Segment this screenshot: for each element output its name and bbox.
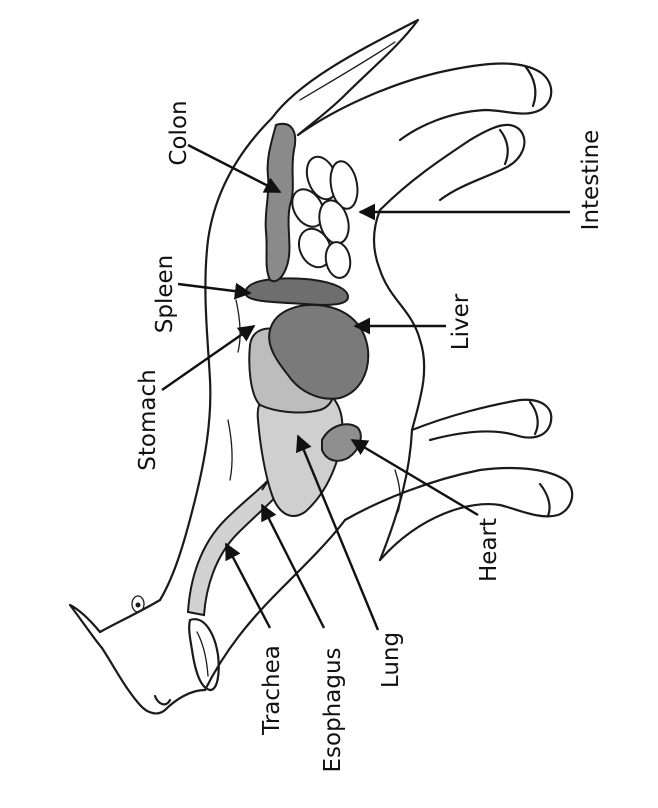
label-spleen: Spleen <box>152 255 178 333</box>
trachea-arrow <box>224 542 272 629</box>
leader-lines <box>161 143 570 631</box>
intestine-loops <box>291 155 359 279</box>
label-esophagus: Esophagus <box>320 647 346 772</box>
lung-arrow <box>295 434 380 631</box>
label-stomach: Stomach <box>135 369 161 470</box>
spleen-arrow <box>177 282 252 300</box>
colon-shape <box>264 122 297 283</box>
label-trachea: Trachea <box>259 645 285 736</box>
label-colon: Colon <box>166 100 192 165</box>
label-liver: Liver <box>448 293 474 350</box>
trachea-shape <box>186 476 284 617</box>
colon-arrow <box>187 143 282 194</box>
label-heart: Heart <box>476 518 502 582</box>
spleen-shape <box>245 277 350 306</box>
labels: Colon Spleen Stomach Intestine Liver Hea… <box>135 100 604 772</box>
heart-arrow <box>350 438 479 517</box>
esophagus-arrow <box>260 503 326 629</box>
stomach-arrow <box>161 325 256 391</box>
dog-outline <box>68 18 574 715</box>
label-lung: Lung <box>378 632 404 688</box>
label-intestine: Intestine <box>578 130 604 231</box>
